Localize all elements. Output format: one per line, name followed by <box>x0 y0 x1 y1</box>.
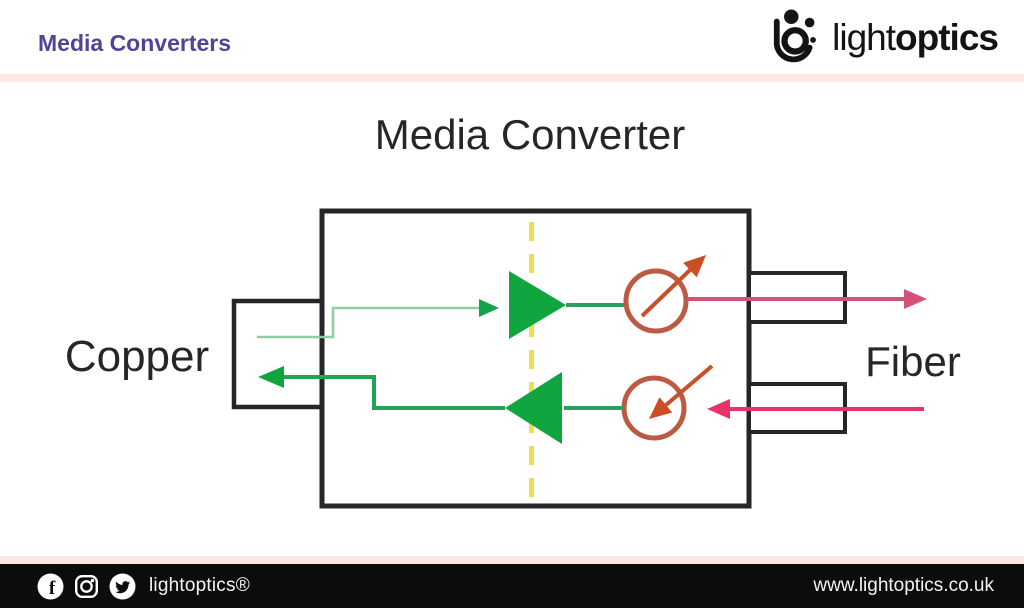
media-converter-box <box>319 208 752 509</box>
brand-logo: lightoptics <box>770 6 999 70</box>
footer-divider <box>0 556 1024 564</box>
copper-rx-arrowhead-icon <box>258 366 284 388</box>
copper-rx-wire <box>282 375 505 410</box>
facebook-glyph: f <box>49 578 56 599</box>
facebook-icon[interactable]: f <box>37 573 64 600</box>
copper-label: Copper <box>65 332 209 381</box>
brand-wordmark: lightoptics <box>832 17 999 59</box>
brand-word-light: light <box>832 17 896 58</box>
footer-website[interactable]: www.lightoptics.co.uk <box>813 575 994 596</box>
header-divider <box>0 74 1024 82</box>
brand-word-optics: optics <box>895 17 999 58</box>
page-title: Media Converters <box>38 30 232 56</box>
fiber-tx-arrowhead-icon <box>904 289 927 309</box>
instagram-icon[interactable] <box>73 573 100 600</box>
rx-receive-arrow-shaft <box>664 364 714 407</box>
copper-port-box <box>231 298 325 410</box>
diagram-title: Media Converter <box>375 111 685 158</box>
footer: f lightoptics® www.lightoptics.co.uk <box>0 564 1024 608</box>
copper-tx-wire <box>257 306 480 339</box>
footer-brand: lightoptics® <box>149 575 250 596</box>
social-icons: f <box>37 573 136 600</box>
fiber-rx-arrowhead-icon <box>707 399 730 419</box>
rx-receive-arrowhead-icon <box>649 397 673 419</box>
tx-emit-arrowhead-icon <box>683 255 706 278</box>
lightoptics-monogram-icon <box>774 9 817 63</box>
header: Media Converters lightoptics <box>0 0 1024 74</box>
rx-photodetector-circle-icon <box>621 375 687 441</box>
tx-amplifier-triangle-icon <box>509 271 566 339</box>
tx-wire-arrowhead-icon <box>479 299 499 317</box>
rx-amplifier-triangle-icon <box>505 372 562 444</box>
tx-emit-arrow-shaft <box>640 268 692 318</box>
fiber-label: Fiber <box>865 338 961 385</box>
twitter-icon[interactable] <box>109 573 136 600</box>
